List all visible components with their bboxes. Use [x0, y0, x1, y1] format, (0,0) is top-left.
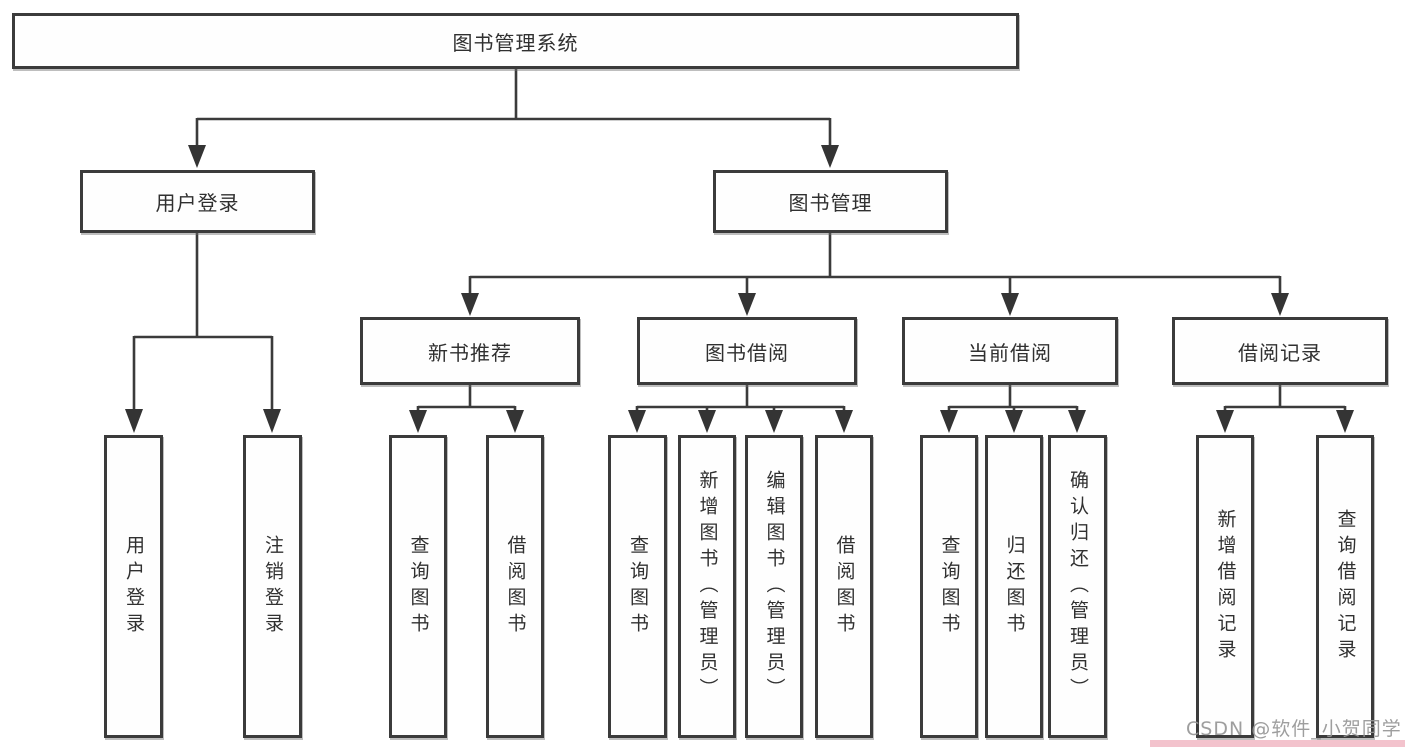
node-user-login-branch: 用户登录 — [80, 170, 315, 233]
node-label: 当前借阅 — [968, 340, 1052, 365]
node-leaf-borrow-books-recommend: 借阅图书 — [486, 435, 544, 738]
node-label: 借阅记录 — [1238, 340, 1322, 365]
node-leaf-add-books-admin: 新增图书（管理员） — [678, 435, 736, 738]
node-label: 图书借阅 — [705, 340, 789, 365]
node-label: 注销登录 — [262, 534, 284, 639]
node-label: 查询图书 — [407, 534, 430, 639]
node-label: 新增借阅记录 — [1214, 508, 1237, 665]
node-leaf-confirm-return-admin: 确认归还（管理员） — [1048, 435, 1107, 738]
node-book-borrow: 图书借阅 — [637, 317, 857, 385]
node-borrow-records: 借阅记录 — [1172, 317, 1388, 385]
watermark: CSDN @软件_小贺同学 — [1186, 718, 1402, 740]
node-leaf-borrow-books: 借阅图书 — [815, 435, 873, 738]
node-leaf-query-books-recommend: 查询图书 — [389, 435, 447, 738]
node-label: 借阅图书 — [504, 534, 527, 639]
node-leaf-return-books: 归还图书 — [985, 435, 1043, 738]
node-book-management-branch: 图书管理 — [713, 170, 948, 233]
node-label: 查询借阅记录 — [1334, 508, 1357, 665]
node-label: 图书管理 — [788, 191, 873, 215]
watermark-pink-band — [1150, 740, 1405, 747]
node-new-book-recommend: 新书推荐 — [360, 317, 580, 385]
node-leaf-edit-books-admin: 编辑图书（管理员） — [745, 435, 803, 738]
arrowheads — [125, 145, 1354, 433]
node-label: 编辑图书（管理员） — [763, 469, 786, 704]
node-label: 新增图书（管理员） — [696, 469, 719, 704]
node-system-root: 图书管理系统 — [12, 13, 1019, 69]
node-label: 用户登录 — [123, 534, 145, 639]
node-leaf-user-login: 用户登录 — [104, 435, 163, 738]
node-label: 归还图书 — [1003, 534, 1026, 639]
node-leaf-add-borrow-record: 新增借阅记录 — [1196, 435, 1254, 738]
node-label: 新书推荐 — [428, 340, 512, 365]
node-current-borrow: 当前借阅 — [902, 317, 1118, 385]
node-leaf-logout: 注销登录 — [243, 435, 302, 738]
node-label: 查询图书 — [627, 534, 649, 639]
node-leaf-query-borrow-record: 查询借阅记录 — [1316, 435, 1374, 738]
node-label: 查询图书 — [938, 534, 961, 639]
node-leaf-query-books-borrow: 查询图书 — [608, 435, 667, 738]
node-leaf-query-books-current: 查询图书 — [920, 435, 978, 738]
node-label: 用户登录 — [155, 191, 240, 215]
node-label: 图书管理系统 — [452, 30, 579, 55]
node-label: 确认归还（管理员） — [1067, 469, 1089, 704]
node-label: 借阅图书 — [833, 534, 856, 639]
